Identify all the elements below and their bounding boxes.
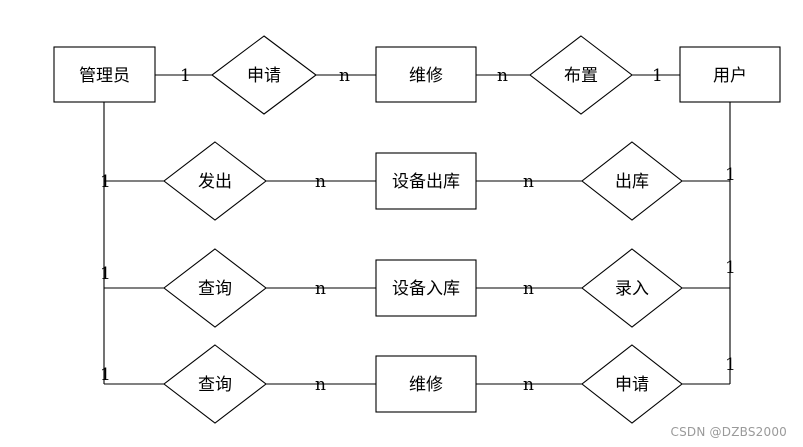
relationship-outbound[interactable]: 出库 (581, 141, 683, 221)
entity-stock-in[interactable]: 设备入库 (375, 259, 477, 317)
connectors (103, 74, 731, 385)
cardinality-repair-apply-bottom: n (523, 375, 534, 395)
cardinality-query-b-repair: n (315, 375, 326, 395)
entity-repair-top[interactable]: 维修 (375, 46, 477, 103)
relationship-label: 申请 (247, 66, 281, 86)
cardinality-repair-arrange: n (497, 66, 508, 86)
relationship-label: 出库 (615, 172, 649, 192)
cardinality-record-user: 1 (725, 258, 736, 278)
relationship-label: 查询 (198, 375, 232, 395)
cardinality-admin-query-b: 1 (100, 365, 111, 385)
relationship-label: 申请 (615, 375, 649, 395)
entity-label: 设备入库 (392, 279, 460, 299)
relationship-query-b[interactable]: 查询 (163, 344, 267, 424)
entity-label: 管理员 (79, 66, 130, 86)
relationship-apply-bottom[interactable]: 申请 (581, 344, 683, 424)
cardinality-stock-out-outbound: n (523, 172, 534, 192)
entity-repair-bottom[interactable]: 维修 (375, 355, 477, 413)
cardinality-apply-top-repair: n (339, 66, 350, 86)
relationship-apply-top[interactable]: 申请 (211, 35, 317, 115)
entity-user[interactable]: 用户 (679, 46, 781, 103)
entity-label: 设备出库 (392, 172, 460, 192)
entity-label: 维修 (409, 375, 443, 395)
cardinality-admin-apply-top: 1 (180, 66, 191, 86)
entity-label: 维修 (409, 66, 443, 86)
relationship-label: 布置 (564, 66, 598, 86)
relationship-label: 查询 (198, 279, 232, 299)
cardinality-admin-issue: 1 (100, 172, 111, 192)
relationship-record[interactable]: 录入 (581, 248, 683, 328)
relationship-query-a[interactable]: 查询 (163, 248, 267, 328)
watermark: CSDN @DZBS2000 (670, 425, 787, 439)
cardinality-arrange-user: 1 (652, 66, 663, 86)
cardinality-stock-in-record: n (523, 279, 534, 299)
relationship-issue[interactable]: 发出 (163, 141, 267, 221)
cardinality-issue-stock-out: n (315, 172, 326, 192)
relationship-label: 录入 (615, 279, 649, 299)
cardinality-apply-bottom-user: 1 (725, 355, 736, 375)
cardinality-outbound-user: 1 (725, 165, 736, 185)
relationship-label: 发出 (198, 172, 232, 192)
relationship-arrange[interactable]: 布置 (529, 35, 633, 115)
cardinality-query-a-stock-in: n (315, 279, 326, 299)
entity-label: 用户 (713, 66, 747, 86)
entity-stock-out[interactable]: 设备出库 (375, 152, 477, 210)
entity-admin[interactable]: 管理员 (53, 46, 156, 103)
cardinality-labels: 1 n n 1 1 n n 1 1 n n 1 1 n n 1 (100, 66, 736, 395)
cardinality-admin-query-a: 1 (100, 264, 111, 284)
